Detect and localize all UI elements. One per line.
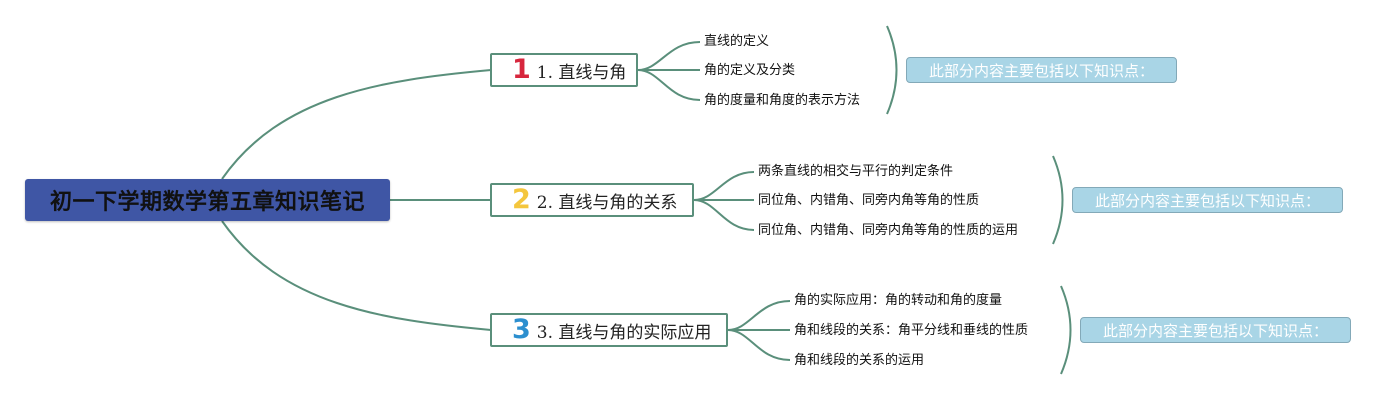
branch-node-3[interactable]: 3 3. 直线与角的实际应用 [490, 313, 728, 347]
branch-node-1[interactable]: 1 1. 直线与角 [490, 53, 638, 87]
topic-item[interactable]: 直线的定义 [704, 34, 770, 49]
summary-bracket-2 [1052, 155, 1064, 245]
branch-3-topic-3-line [727, 329, 791, 361]
summary-box[interactable]: 此部分内容主要包括以下知识点： [1080, 317, 1351, 343]
root-to-branch-1-line [221, 69, 492, 180]
branch-label: 2. 直线与角的关系 [536, 192, 678, 213]
topic-item[interactable]: 角的度量和角度的表示方法 [704, 93, 861, 108]
branch-2-topic-3-line [693, 199, 755, 231]
root-to-branch-3-line [221, 220, 492, 331]
branch-label: 3. 直线与角的实际应用 [536, 322, 712, 343]
summary-bracket-1 [886, 25, 898, 115]
number-badge-icon: 3 [512, 313, 531, 345]
topic-item[interactable]: 角的实际应用：角的转动和角的度量 [794, 293, 1003, 308]
number-badge-icon: 2 [512, 183, 531, 215]
topic-item[interactable]: 同位角、内错角、同旁内角等角的性质 [758, 193, 980, 208]
root-node[interactable]: 初一下学期数学第五章知识笔记 [25, 179, 390, 221]
root-title: 初一下学期数学第五章知识笔记 [49, 190, 365, 215]
topic-item[interactable]: 角和线段的关系：角平分线和垂线的性质 [794, 323, 1029, 338]
branch-3-topic-1-line [727, 300, 791, 331]
branch-1-topic-1-line [637, 41, 701, 71]
branch-label: 1. 直线与角 [536, 62, 627, 83]
topic-item[interactable]: 角的定义及分类 [704, 63, 796, 78]
summary-box[interactable]: 此部分内容主要包括以下知识点： [906, 57, 1177, 83]
number-badge-icon: 1 [512, 53, 531, 85]
topic-item[interactable]: 两条直线的相交与平行的判定条件 [758, 164, 954, 179]
summary-bracket-3 [1060, 285, 1072, 375]
branch-node-2[interactable]: 2 2. 直线与角的关系 [490, 183, 694, 217]
topic-item[interactable]: 角和线段的关系的运用 [794, 353, 925, 368]
summary-box[interactable]: 此部分内容主要包括以下知识点： [1072, 187, 1343, 213]
branch-1-topic-3-line [637, 69, 701, 101]
topic-item[interactable]: 同位角、内错角、同旁内角等角的性质的运用 [758, 223, 1019, 238]
branch-2-topic-1-line [693, 171, 755, 201]
